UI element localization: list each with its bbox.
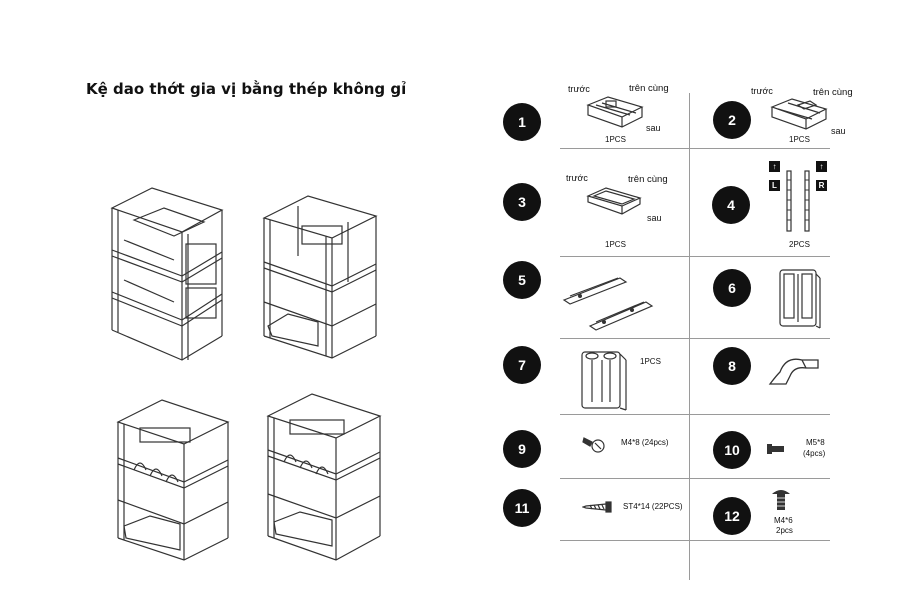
part-spec-9: M4*8 (24pcs) bbox=[621, 438, 669, 447]
part-qty-4: 2PCS bbox=[789, 240, 810, 249]
tapping-screw-st4x14-icon bbox=[582, 501, 612, 513]
front-label: trước bbox=[751, 86, 773, 96]
part-number-1: 1 bbox=[503, 103, 541, 141]
side-rail-right-icon bbox=[804, 170, 810, 232]
slide-rails-icon bbox=[562, 277, 654, 331]
part-spec-10-size: M5*8 bbox=[806, 438, 825, 447]
page-title: Kệ dao thớt gia vị bằng thép không gỉ bbox=[86, 80, 407, 98]
back-label: sau bbox=[646, 123, 661, 133]
column-divider bbox=[689, 93, 690, 580]
part-qty-1: 1PCS bbox=[605, 135, 626, 144]
part-spec-10-qty: (4pcs) bbox=[803, 449, 826, 458]
part-qty-2: 1PCS bbox=[789, 135, 810, 144]
part-qty-7: 1PCS bbox=[640, 357, 661, 366]
up-arrow-icon: ↑ bbox=[816, 161, 827, 172]
right-badge: R bbox=[816, 180, 827, 191]
back-label: sau bbox=[647, 213, 662, 223]
back-label: sau bbox=[831, 126, 846, 136]
part-spec-12-size: M4*6 bbox=[774, 516, 793, 525]
top-basket-icon bbox=[586, 96, 644, 128]
part-number-3: 3 bbox=[503, 183, 541, 221]
cutting-board-holder-icon bbox=[581, 351, 627, 411]
row-divider bbox=[560, 414, 830, 415]
top-label: trên cùng bbox=[813, 87, 853, 98]
part-number-5: 5 bbox=[503, 261, 541, 299]
row-divider bbox=[560, 540, 830, 541]
bracket-clip-icon bbox=[768, 358, 819, 385]
row-divider bbox=[560, 148, 830, 149]
part-number-4: 4 bbox=[712, 186, 750, 224]
front-label: trước bbox=[568, 84, 590, 94]
rack-view-2 bbox=[262, 195, 378, 359]
screw-m4x8-icon bbox=[582, 437, 605, 453]
part-number-12: 12 bbox=[713, 497, 751, 535]
left-badge: L bbox=[769, 180, 780, 191]
part-number-2: 2 bbox=[713, 101, 751, 139]
knife-block-icon bbox=[779, 269, 821, 329]
top-label: trên cùng bbox=[628, 174, 668, 185]
screw-m5x8-icon bbox=[767, 444, 784, 454]
part-spec-12-qty: 2pcs bbox=[776, 526, 793, 535]
row-divider bbox=[560, 256, 830, 257]
middle-basket-icon bbox=[770, 98, 828, 130]
part-number-10: 10 bbox=[713, 431, 751, 469]
part-number-7: 7 bbox=[503, 346, 541, 384]
top-label: trên cùng bbox=[629, 83, 669, 94]
rack-view-4 bbox=[266, 393, 382, 561]
part-number-8: 8 bbox=[713, 347, 751, 385]
row-divider bbox=[560, 478, 830, 479]
front-label: trước bbox=[566, 173, 588, 183]
row-divider bbox=[560, 338, 830, 339]
rack-view-3 bbox=[116, 399, 230, 561]
side-rail-left-icon bbox=[786, 170, 792, 232]
part-number-6: 6 bbox=[713, 269, 751, 307]
bolt-m4x6-icon bbox=[772, 490, 790, 510]
part-number-9: 9 bbox=[503, 430, 541, 468]
part-qty-3: 1PCS bbox=[605, 240, 626, 249]
up-arrow-icon: ↑ bbox=[769, 161, 780, 172]
part-spec-11: ST4*14 (22PCS) bbox=[623, 502, 683, 511]
rack-view-1 bbox=[110, 187, 224, 361]
bottom-tray-icon bbox=[586, 187, 642, 215]
part-number-11: 11 bbox=[503, 489, 541, 527]
